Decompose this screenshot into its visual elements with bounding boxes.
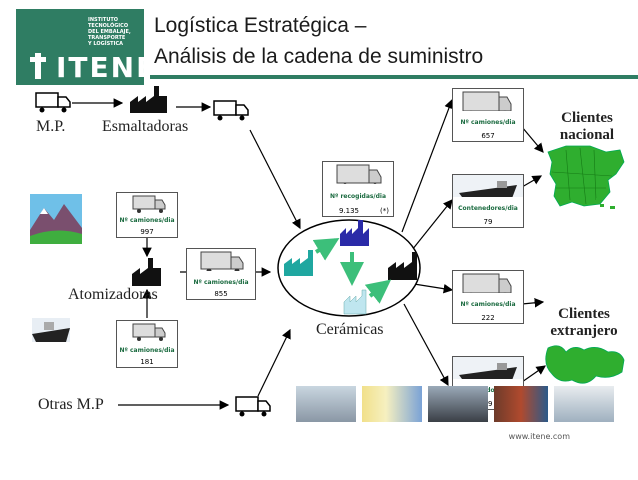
- box-recogidas-note: (*): [380, 207, 389, 215]
- box-ship-in-caption: Nº camiones/dia: [119, 347, 175, 354]
- box-atomiz-out: Nº camiones/dia 855: [186, 248, 256, 300]
- box-ship-in-value: 181: [140, 358, 154, 366]
- box-ship-in: Nº camiones/dia 181: [116, 320, 178, 368]
- box-nac-containers-value: 79: [483, 218, 493, 226]
- clientes-extranjero-line2: extranjero: [550, 323, 618, 339]
- otras-mp-label: Otras M.P: [38, 396, 104, 413]
- page-subtitle: Análisis de la cadena de suministro: [154, 45, 484, 68]
- clientes-extranjero-label: Clientes extranjero: [534, 306, 634, 340]
- arrow-to-ext-trucks: [413, 283, 454, 294]
- arrow-to-nac-containers: [411, 199, 453, 251]
- mp-label: M.P.: [36, 118, 66, 135]
- title-divider: [150, 75, 638, 79]
- arrow-to-clientes-nacional-1: [521, 126, 544, 153]
- cargo-ship-image: [32, 318, 70, 342]
- arrow-esmaltadoras-to-ceramicas: [249, 129, 301, 230]
- truck-icon: [336, 164, 382, 184]
- box-recogidas: Nº recogidas/dia 9.135 (*): [322, 161, 394, 217]
- itene-logo: INSTITUTO TECNOLÓGICO DEL EMBALAJE, TRAN…: [16, 9, 155, 85]
- clientes-nacional-line2: nacional: [559, 127, 615, 143]
- green-arrow-3: [364, 279, 392, 304]
- arrow-to-clientes-extranjero-1: [521, 298, 545, 308]
- factory-atomizadoras-icon: [132, 258, 161, 286]
- page-title: Logística Estratégica –: [154, 14, 367, 37]
- box-ext-trucks: Nº camiones/dia 222: [452, 270, 524, 324]
- atomizadoras-label: Atomizadoras: [68, 286, 158, 303]
- box-ext-trucks-value: 222: [481, 314, 495, 322]
- ship-icon: [453, 357, 523, 379]
- arrow-to-clientes-extranjero-2: [521, 365, 546, 383]
- factory-esmaltadoras-icon: [130, 86, 167, 113]
- arrow-to-nac-trucks: [401, 98, 454, 233]
- factory-teal-icon: [284, 250, 313, 276]
- footer-url[interactable]: www.itene.com: [508, 432, 570, 441]
- truck-icon: [462, 91, 512, 111]
- ship-icon: [453, 175, 523, 197]
- box-ext-trucks-caption: Nº camiones/dia: [460, 301, 516, 308]
- box-nac-trucks: Nº camiones/dia 657: [452, 88, 524, 142]
- ceramicas-label: Cerámicas: [316, 321, 384, 338]
- arrow-to-clientes-nacional-2: [521, 175, 543, 188]
- box-atomiz-out-caption: Nº camiones/dia: [193, 279, 249, 286]
- clientes-extranjero-line1: Clientes: [558, 306, 610, 322]
- photo-trucks: [428, 386, 488, 422]
- truck-icon: [132, 323, 166, 341]
- photo-warehouse: [296, 386, 356, 422]
- truck-icon: [200, 251, 244, 271]
- box-atomiz-in: Nº camiones/dia 997: [116, 192, 178, 238]
- green-arrow-1: [312, 237, 340, 261]
- box-atomiz-in-caption: Nº camiones/dia: [119, 217, 175, 224]
- logo-brand: ITENE: [56, 51, 158, 84]
- box-nac-trucks-caption: Nº camiones/dia: [460, 119, 516, 126]
- world-map-icon: [545, 345, 625, 384]
- photo-packaging: [362, 386, 422, 422]
- box-recogidas-caption: Nº recogidas/dia: [329, 193, 387, 200]
- truck-icon: [462, 273, 512, 293]
- logo-institute-text: INSTITUTO TECNOLÓGICO DEL EMBALAJE, TRAN…: [88, 17, 131, 47]
- box-nac-containers: Contenedores/dia 79: [452, 174, 524, 228]
- box-ext-containers-caption: Contenedores/dia: [458, 387, 518, 394]
- spain-map-icon: [547, 145, 625, 209]
- photo-lab: [554, 386, 614, 422]
- box-recogidas-value: 9.135: [338, 207, 360, 215]
- factory-black-icon: [388, 252, 417, 280]
- photo-shelves: [494, 386, 548, 422]
- factory-blue-icon: [340, 220, 369, 246]
- mountain-landscape-image: [30, 194, 82, 244]
- truck-mp-icon: [35, 92, 71, 113]
- esmaltadoras-label: Esmaltadoras: [102, 118, 189, 135]
- arrow-to-ext-containers: [403, 303, 449, 387]
- logo-t-mark-icon: [30, 53, 46, 79]
- box-atomiz-out-value: 855: [214, 290, 228, 298]
- truck-esmaltadoras-icon: [213, 100, 249, 121]
- arrow-truck-to-ceramicas: [257, 328, 291, 397]
- truck-icon: [132, 195, 166, 213]
- box-nac-containers-caption: Contenedores/dia: [458, 205, 518, 212]
- clientes-nacional-label: Clientes nacional: [542, 110, 632, 144]
- box-nac-trucks-value: 657: [481, 132, 495, 140]
- box-atomiz-in-value: 997: [140, 228, 154, 236]
- truck-otras-mp-icon: [235, 396, 271, 417]
- clientes-nacional-line1: Clientes: [561, 110, 613, 126]
